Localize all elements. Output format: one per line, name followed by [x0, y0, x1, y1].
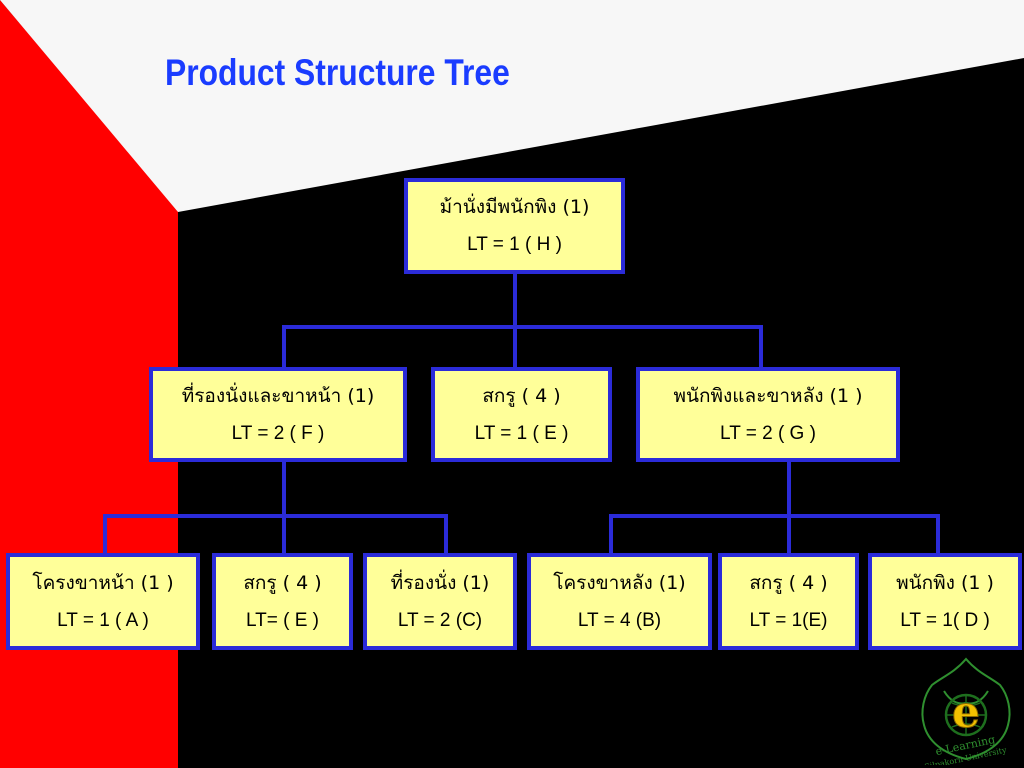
node-name: พนักพิง (1 ) [896, 571, 994, 594]
node-level3: สกรู ( 4 ) LT= ( E ) [212, 553, 353, 650]
node-lead-time: LT = 2 (C) [397, 609, 483, 631]
node-level2: สกรู ( 4 ) LT = 1 ( E ) [431, 367, 612, 462]
node-name: โครงขาหลัง (1) [553, 571, 686, 594]
node-lead-time: LT = 2 ( G ) [720, 422, 816, 444]
node-lead-time: LT = 4 (B) [577, 609, 662, 631]
node-lead-time: LT = 2 ( F ) [231, 422, 325, 444]
node-name: สกรู ( 4 ) [243, 571, 322, 594]
node-level3: ที่รองนั่ง (1) LT = 2 (C) [363, 553, 517, 650]
node-name: โครงขาหน้า (1 ) [32, 571, 174, 594]
node-level3: พนักพิง (1 ) LT = 1( D ) [868, 553, 1022, 650]
node-level3: สกรู ( 4 ) LT = 1(E) [718, 553, 859, 650]
slide-title: Product Structure Tree [165, 52, 510, 93]
node-lead-time: LT = 1 ( H ) [467, 234, 562, 255]
node-lead-time: LT = 1 ( E ) [474, 422, 569, 444]
white-band [0, 0, 1024, 212]
node-root: ม้านั่งมีพนักพิง (1) LT = 1 ( H ) [404, 178, 625, 274]
node-level3: โครงขาหน้า (1 ) LT = 1 ( A ) [6, 553, 200, 650]
node-name: สกรู ( 4 ) [749, 571, 828, 594]
node-level2: ที่รองนั่งและขาหน้า (1) LT = 2 ( F ) [149, 367, 407, 462]
node-lead-time: LT = 1( D ) [900, 609, 990, 631]
node-name: พนักพิงและขาหลัง (1 ) [673, 384, 863, 407]
node-name: ที่รองนั่งและขาหน้า (1) [181, 384, 375, 407]
node-name: ม้านั่งมีพนักพิง (1) [439, 196, 590, 218]
node-lead-time: LT = 1 ( A ) [57, 609, 149, 631]
node-level3: โครงขาหลัง (1) LT = 4 (B) [527, 553, 712, 650]
elearning-logo: e e-Learning Silpakorn University [921, 657, 1011, 765]
node-lead-time: LT= ( E ) [245, 609, 320, 631]
node-level2: พนักพิงและขาหลัง (1 ) LT = 2 ( G ) [636, 367, 900, 462]
node-name: สกรู ( 4 ) [482, 384, 561, 407]
node-lead-time: LT = 1(E) [749, 609, 828, 631]
logo-emblem-outline [921, 657, 1011, 761]
logo-letter: e [952, 687, 980, 738]
node-name: ที่รองนั่ง (1) [390, 571, 490, 594]
